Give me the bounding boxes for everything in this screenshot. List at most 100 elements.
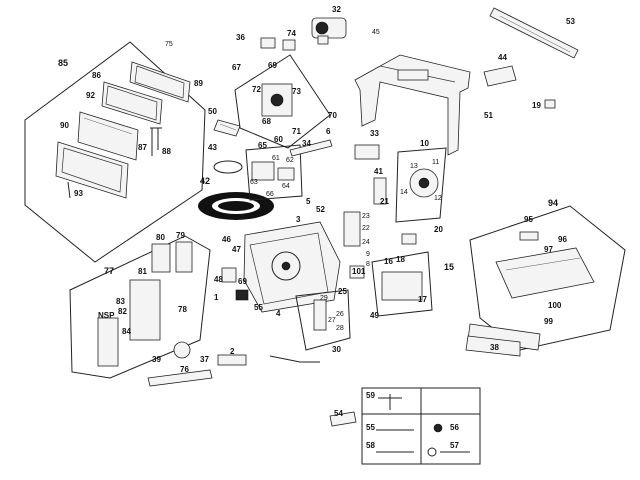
callout-59: 59: [366, 391, 375, 400]
callout-78: 78: [178, 305, 187, 314]
callout-6: 6: [326, 127, 331, 136]
callout-34: 34: [302, 139, 311, 148]
callout-76: 76: [180, 365, 189, 374]
sensor-part: [235, 289, 249, 301]
callout-14: 14: [400, 189, 408, 196]
transformer-part: [349, 265, 365, 279]
callout-80: 80: [156, 233, 165, 242]
hinge-bracket-part: [354, 144, 380, 160]
callout-51: 51: [484, 111, 493, 120]
callout-95: 95: [524, 215, 533, 224]
callout-15: 15: [444, 262, 454, 272]
outer-cabinet-part: [354, 54, 471, 156]
callout-94: 94: [548, 198, 558, 208]
door-panel-line: [83, 117, 133, 135]
capacitor-outline: [245, 144, 303, 201]
door-panel-part: [77, 111, 139, 161]
callout-41: 41: [374, 167, 383, 176]
roller-ring-part: [213, 160, 243, 174]
magnetron-core: [270, 93, 284, 107]
callout-26: 26: [336, 311, 344, 318]
bracket-part-74: [282, 39, 296, 51]
callout-12: 12: [434, 195, 442, 202]
charcoal-filter-group: [469, 205, 626, 351]
cover-panel-part: [373, 177, 387, 205]
switch-holder-part: [343, 211, 361, 247]
callout-61: 61: [272, 155, 280, 162]
callout-49: 49: [370, 311, 379, 320]
callout-58: 58: [366, 441, 375, 450]
callout-44: 44: [498, 53, 507, 62]
callout-70: 70: [328, 111, 337, 120]
callout-22: 22: [362, 225, 370, 232]
callout-55b: 55: [366, 423, 375, 432]
fuse-holder-part: [221, 267, 237, 283]
callout-56: 56: [450, 423, 459, 432]
control-panel-group: [69, 235, 211, 379]
callout-66: 66: [266, 191, 274, 198]
callout-63: 63: [250, 179, 258, 186]
callout-21: 21: [380, 197, 389, 206]
capacitor-part: [251, 161, 275, 181]
latch-part: [401, 233, 417, 245]
turntable-tray-center: [218, 201, 254, 211]
callout-46: 46: [222, 235, 231, 244]
callout-69: 69: [268, 61, 277, 70]
callout-9: 9: [366, 251, 370, 258]
callout-82: 82: [118, 307, 127, 316]
door-group-outline: [24, 41, 206, 263]
callout-96: 96: [558, 235, 567, 244]
plate-line: [505, 257, 581, 271]
callout-74: 74: [287, 29, 296, 38]
callout-19: 19: [532, 101, 541, 110]
callout-50: 50: [208, 107, 217, 116]
callout-1: 1: [214, 293, 219, 302]
callout-100: 100: [548, 301, 562, 310]
callout-77: 77: [104, 266, 114, 276]
callout-47: 47: [232, 245, 241, 254]
door-frame-inner: [134, 65, 185, 99]
callout-20: 20: [434, 225, 443, 234]
fan-motor-part: [311, 17, 347, 45]
callout-13: 13: [410, 163, 418, 170]
callout-71: 71: [292, 127, 301, 136]
grease-filter-part: [467, 323, 541, 351]
callout-39: 39: [152, 355, 161, 364]
lamp-holder-part: [519, 231, 539, 241]
callout-62: 62: [286, 157, 294, 164]
callout-69b: 69: [238, 277, 247, 286]
oven-cavity-part: [243, 221, 341, 313]
cavity-turntable-shaft: [281, 261, 291, 271]
magnetron-group: [234, 54, 331, 149]
callout-83: 83: [116, 297, 125, 306]
door-latch-part: [67, 181, 71, 199]
callout-67: 67: [232, 63, 241, 72]
callout-99: 99: [544, 317, 553, 326]
callout-labels: 32 53 75 36 74 45 85 86 89 92 90 87 88 9…: [58, 5, 575, 450]
filter-lines: [219, 123, 237, 131]
callout-93: 93: [74, 189, 83, 198]
callout-75: 75: [165, 41, 173, 48]
callout-79: 79: [176, 231, 185, 240]
callout-48: 48: [214, 275, 223, 284]
stirrer-cover-part: [217, 354, 247, 366]
hood-fan-group: [395, 147, 447, 223]
kit-screw-icon: [433, 423, 443, 433]
callout-28: 28: [336, 325, 344, 332]
filter-group-outline: [469, 205, 626, 351]
callout-5: 5: [306, 197, 311, 206]
callout-87: 87: [138, 143, 147, 152]
vent-cover-part: [483, 65, 517, 87]
bracket-bar-part: [289, 139, 333, 157]
door-frame-part: [129, 61, 191, 103]
callout-55: 55: [254, 303, 263, 312]
callout-18: 18: [396, 255, 405, 264]
callout-27: 27: [328, 317, 336, 324]
callout-nsp: NSP: [98, 311, 115, 320]
panel-frame-part: [175, 241, 193, 273]
hinge-part: [150, 127, 162, 156]
door-glass-part: [55, 141, 129, 199]
callout-30: 30: [332, 345, 341, 354]
control-panel-outline: [69, 235, 211, 379]
control-board-outline: [371, 251, 433, 317]
